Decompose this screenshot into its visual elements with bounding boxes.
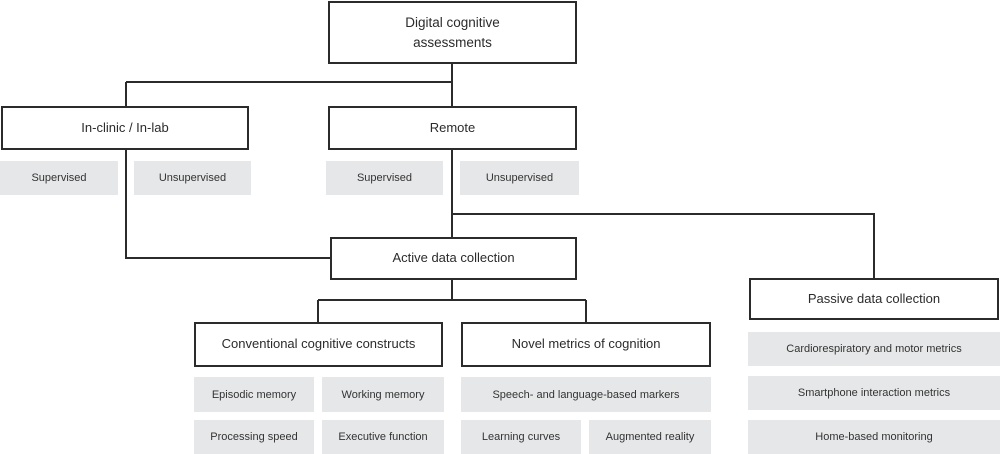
connector-active-children	[317, 280, 587, 322]
root-label-line2: assessments	[413, 34, 492, 50]
connector-remote-passive	[452, 213, 875, 278]
passive-data-collection-box: Passive data collection	[749, 278, 999, 320]
active-label: Active data collection	[392, 250, 515, 266]
passive-item-cardiorespiratory: Cardiorespiratory and motor metrics	[748, 332, 1000, 366]
remote-label: Remote	[429, 119, 476, 135]
conventional-item-label: Working memory	[341, 388, 425, 401]
passive-item-label: Smartphone interaction metrics	[797, 387, 951, 399]
passive-label: Passive data collection	[807, 290, 941, 306]
conventional-item-label: Executive function	[338, 431, 428, 443]
conventional-item-episodic-memory: Episodic memory	[194, 377, 314, 412]
in-clinic-unsupervised-label: Unsupervised	[158, 172, 227, 184]
in-clinic-box: In-clinic / In-lab	[1, 106, 249, 150]
remote-supervised-label: Supervised	[356, 172, 413, 184]
connector-root-split	[125, 64, 453, 106]
novel-item-augmented-reality: Augmented reality	[589, 420, 711, 454]
root-label-line1: Digital cognitive	[405, 14, 500, 30]
conventional-item-executive-function: Executive function	[322, 420, 444, 454]
novel-item-label: Augmented reality	[605, 431, 695, 443]
passive-item-label: Cardiorespiratory and motor metrics	[786, 343, 962, 355]
passive-item-smartphone: Smartphone interaction metrics	[748, 376, 1000, 410]
novel-metrics-box: Novel metrics of cognition	[461, 322, 711, 367]
novel-item-label: Learning curves	[481, 431, 561, 443]
novel-label: Novel metrics of cognition	[511, 336, 661, 352]
root-box: Digital cognitive assessments	[328, 1, 577, 64]
conventional-label: Conventional cognitive constructs	[221, 336, 416, 352]
in-clinic-label: In-clinic / In-lab	[81, 119, 169, 135]
novel-item-speech-language: Speech- and language-based markers	[461, 377, 711, 412]
novel-item-label: Speech- and language-based markers	[492, 388, 680, 401]
remote-supervised-tag: Supervised	[326, 161, 443, 195]
novel-item-learning-curves: Learning curves	[461, 420, 581, 454]
connector-inclinic-active	[125, 150, 330, 259]
conventional-constructs-box: Conventional cognitive constructs	[194, 322, 443, 367]
active-data-collection-box: Active data collection	[330, 237, 577, 280]
in-clinic-supervised-tag: Supervised	[0, 161, 118, 195]
conventional-item-label: Episodic memory	[211, 388, 297, 401]
conventional-item-label: Processing speed	[210, 431, 298, 443]
remote-unsupervised-label: Unsupervised	[485, 172, 554, 184]
remote-unsupervised-tag: Unsupervised	[460, 161, 579, 195]
passive-item-label: Home-based monitoring	[815, 431, 933, 443]
in-clinic-unsupervised-tag: Unsupervised	[134, 161, 251, 195]
conventional-item-processing-speed: Processing speed	[194, 420, 314, 454]
conventional-item-working-memory: Working memory	[322, 377, 444, 412]
in-clinic-supervised-label: Supervised	[31, 172, 87, 184]
remote-box: Remote	[328, 106, 577, 150]
passive-item-home-monitoring: Home-based monitoring	[748, 420, 1000, 454]
